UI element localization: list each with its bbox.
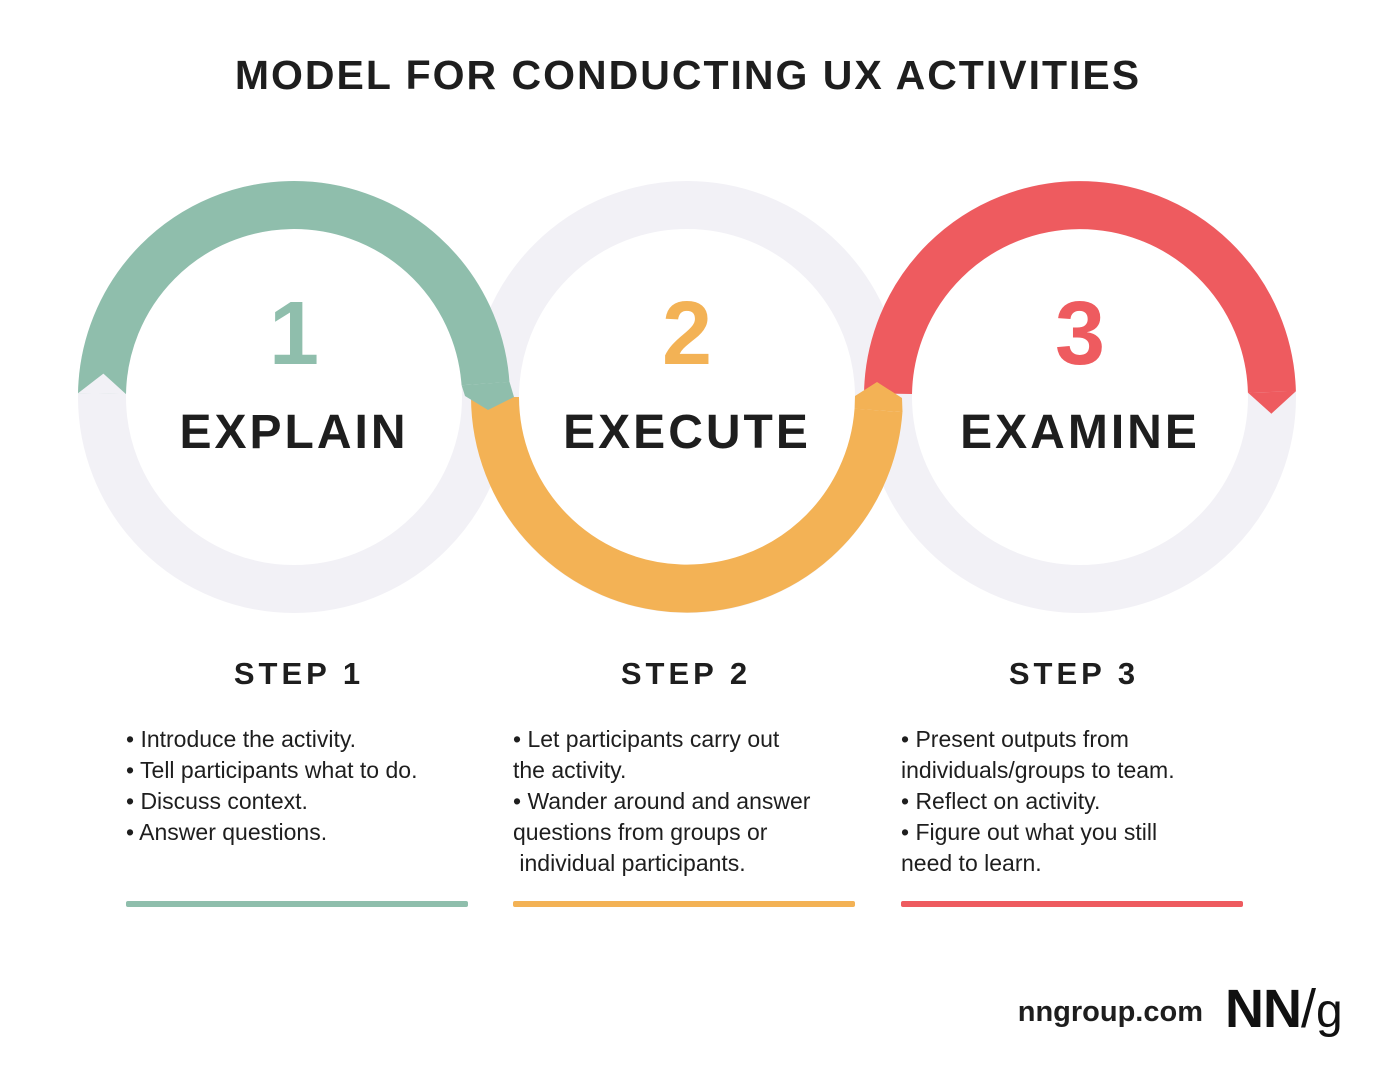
bullet-line: • Tell participants what to do. (126, 757, 418, 783)
website-url: nngroup.com (1017, 996, 1203, 1028)
bullet-line: the activity. (513, 757, 627, 783)
bullet-line: • Present outputs from (901, 726, 1129, 752)
page-title: MODEL FOR CONDUCTING UX ACTIVITIES (234, 52, 1142, 98)
step2-circle-label: EXECUTE (563, 406, 811, 459)
step1-circle-label: EXPLAIN (179, 406, 409, 459)
step3-bullet-list: • Present outputs from individuals/group… (901, 724, 1247, 879)
bullet-line: • Wander around and answer (513, 788, 811, 814)
step2-underline (513, 901, 855, 907)
step1-heading: STEP 1 (233, 656, 365, 691)
nng-logo: NN/g (1225, 981, 1343, 1051)
bullet-line: need to learn. (901, 850, 1042, 876)
bullet-line: individuals/groups to team. (901, 757, 1175, 783)
bullet-line: • Discuss context. (126, 788, 308, 814)
step3-circle-label: EXAMINE (960, 406, 1200, 459)
examine-arc-arrowhead (1247, 391, 1296, 414)
step3-underline (901, 901, 1243, 907)
bullet-line: • Answer questions. (126, 819, 328, 845)
execute-arc (471, 396, 903, 613)
examine-arc (864, 181, 1296, 395)
step1-number: 1 (268, 284, 320, 384)
execute-arc-arrowhead (854, 382, 903, 413)
bullet-line: questions from groups or (513, 819, 768, 845)
explain-arc-tail-notch (78, 373, 126, 395)
step2-bullet-list: • Let participants carry out the activit… (513, 724, 859, 879)
bullet-line: • Reflect on activity. (901, 788, 1101, 814)
bullet-line: individual participants. (513, 850, 746, 876)
step2-heading: STEP 2 (620, 656, 752, 691)
nng-logo-g: g (1316, 985, 1343, 1038)
bullet-line: • Introduce the activity. (126, 726, 357, 752)
step3-heading: STEP 3 (1008, 656, 1140, 691)
explain-arc-arrowhead (461, 381, 514, 410)
bullet-line: • Let participants carry out (513, 726, 780, 752)
nng-logo-slash: / (1301, 979, 1317, 1039)
step1-bullet-list: • Introduce the activity. • Tell partici… (126, 724, 472, 848)
step3-number: 3 (1054, 284, 1106, 384)
nng-logo-nn: NN (1225, 979, 1302, 1039)
bullet-line: • Figure out what you still (901, 819, 1158, 845)
explain-arc (78, 181, 510, 395)
step1-underline (126, 901, 468, 907)
step2-number: 2 (661, 284, 713, 384)
